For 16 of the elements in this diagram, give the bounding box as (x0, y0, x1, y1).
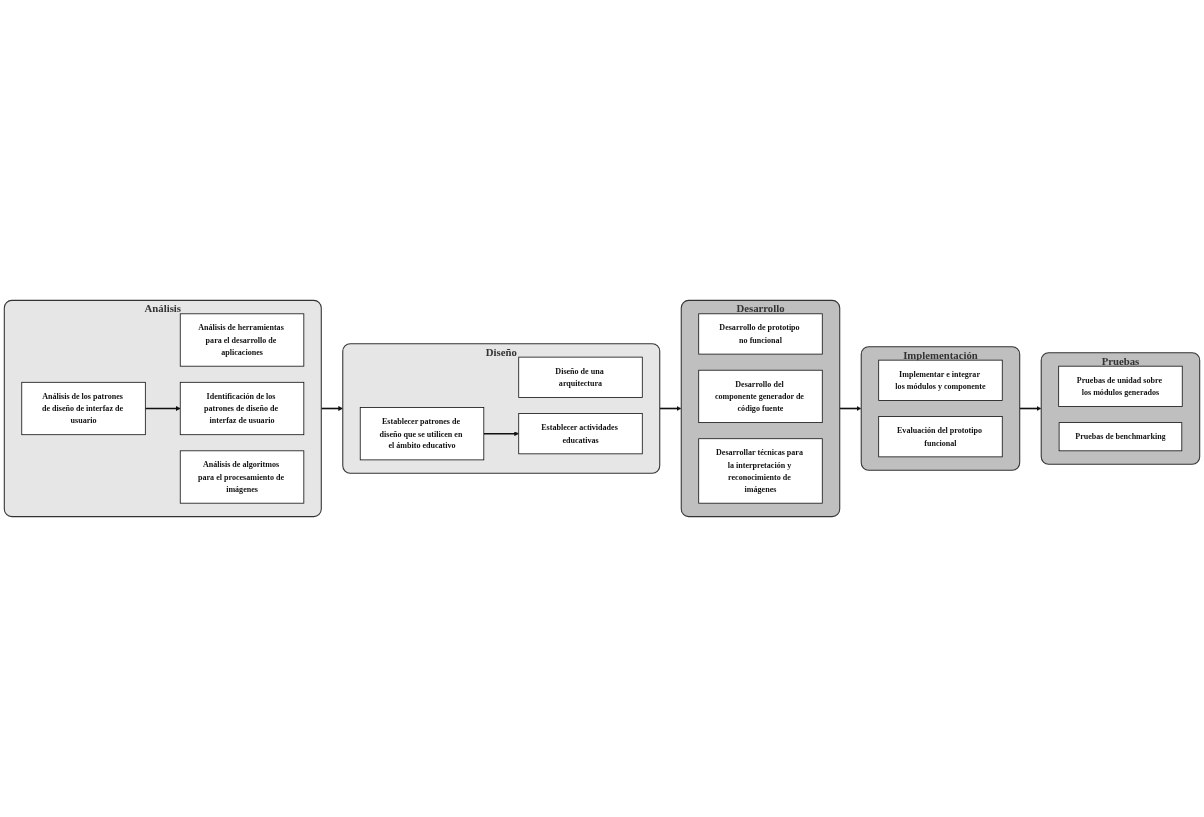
node-box: Análisis de algoritmos para el procesamiento de imágenes (179, 450, 305, 504)
node-box: Establecer patrones de diseño que se utilicen en el ámbito educativo (359, 407, 485, 461)
node-box: Desarrollo del componente generador de código fuente (698, 369, 823, 423)
node-box: Implementar e integrar los módulos y componente (878, 359, 1003, 401)
node-box: Desarrollar técnicas para la interpretación y reconocimiento de imágenes (698, 438, 823, 504)
node-box: Diseño de una arquitectura (518, 356, 643, 398)
node-box: Establecer actividades educativas (518, 413, 643, 455)
node-box: Análisis de los patrones de diseño de interfaz de usuario (21, 381, 146, 436)
node-box: Identificación de los patrones de diseño de interfaz de usuario (179, 381, 305, 436)
arrow (483, 431, 519, 437)
node-box: Desarrollo de prototipo no funcional (698, 313, 823, 355)
node-box: Pruebas de unidad sobre los módulos generados (1058, 365, 1183, 407)
node-box: Análisis de herramientas para el desarrollo de aplicaciones (179, 313, 305, 367)
node-box: Evaluación del prototipo funcional (878, 416, 1003, 458)
arrow (144, 406, 181, 411)
node-box: Pruebas de benchmarking (1058, 422, 1183, 452)
